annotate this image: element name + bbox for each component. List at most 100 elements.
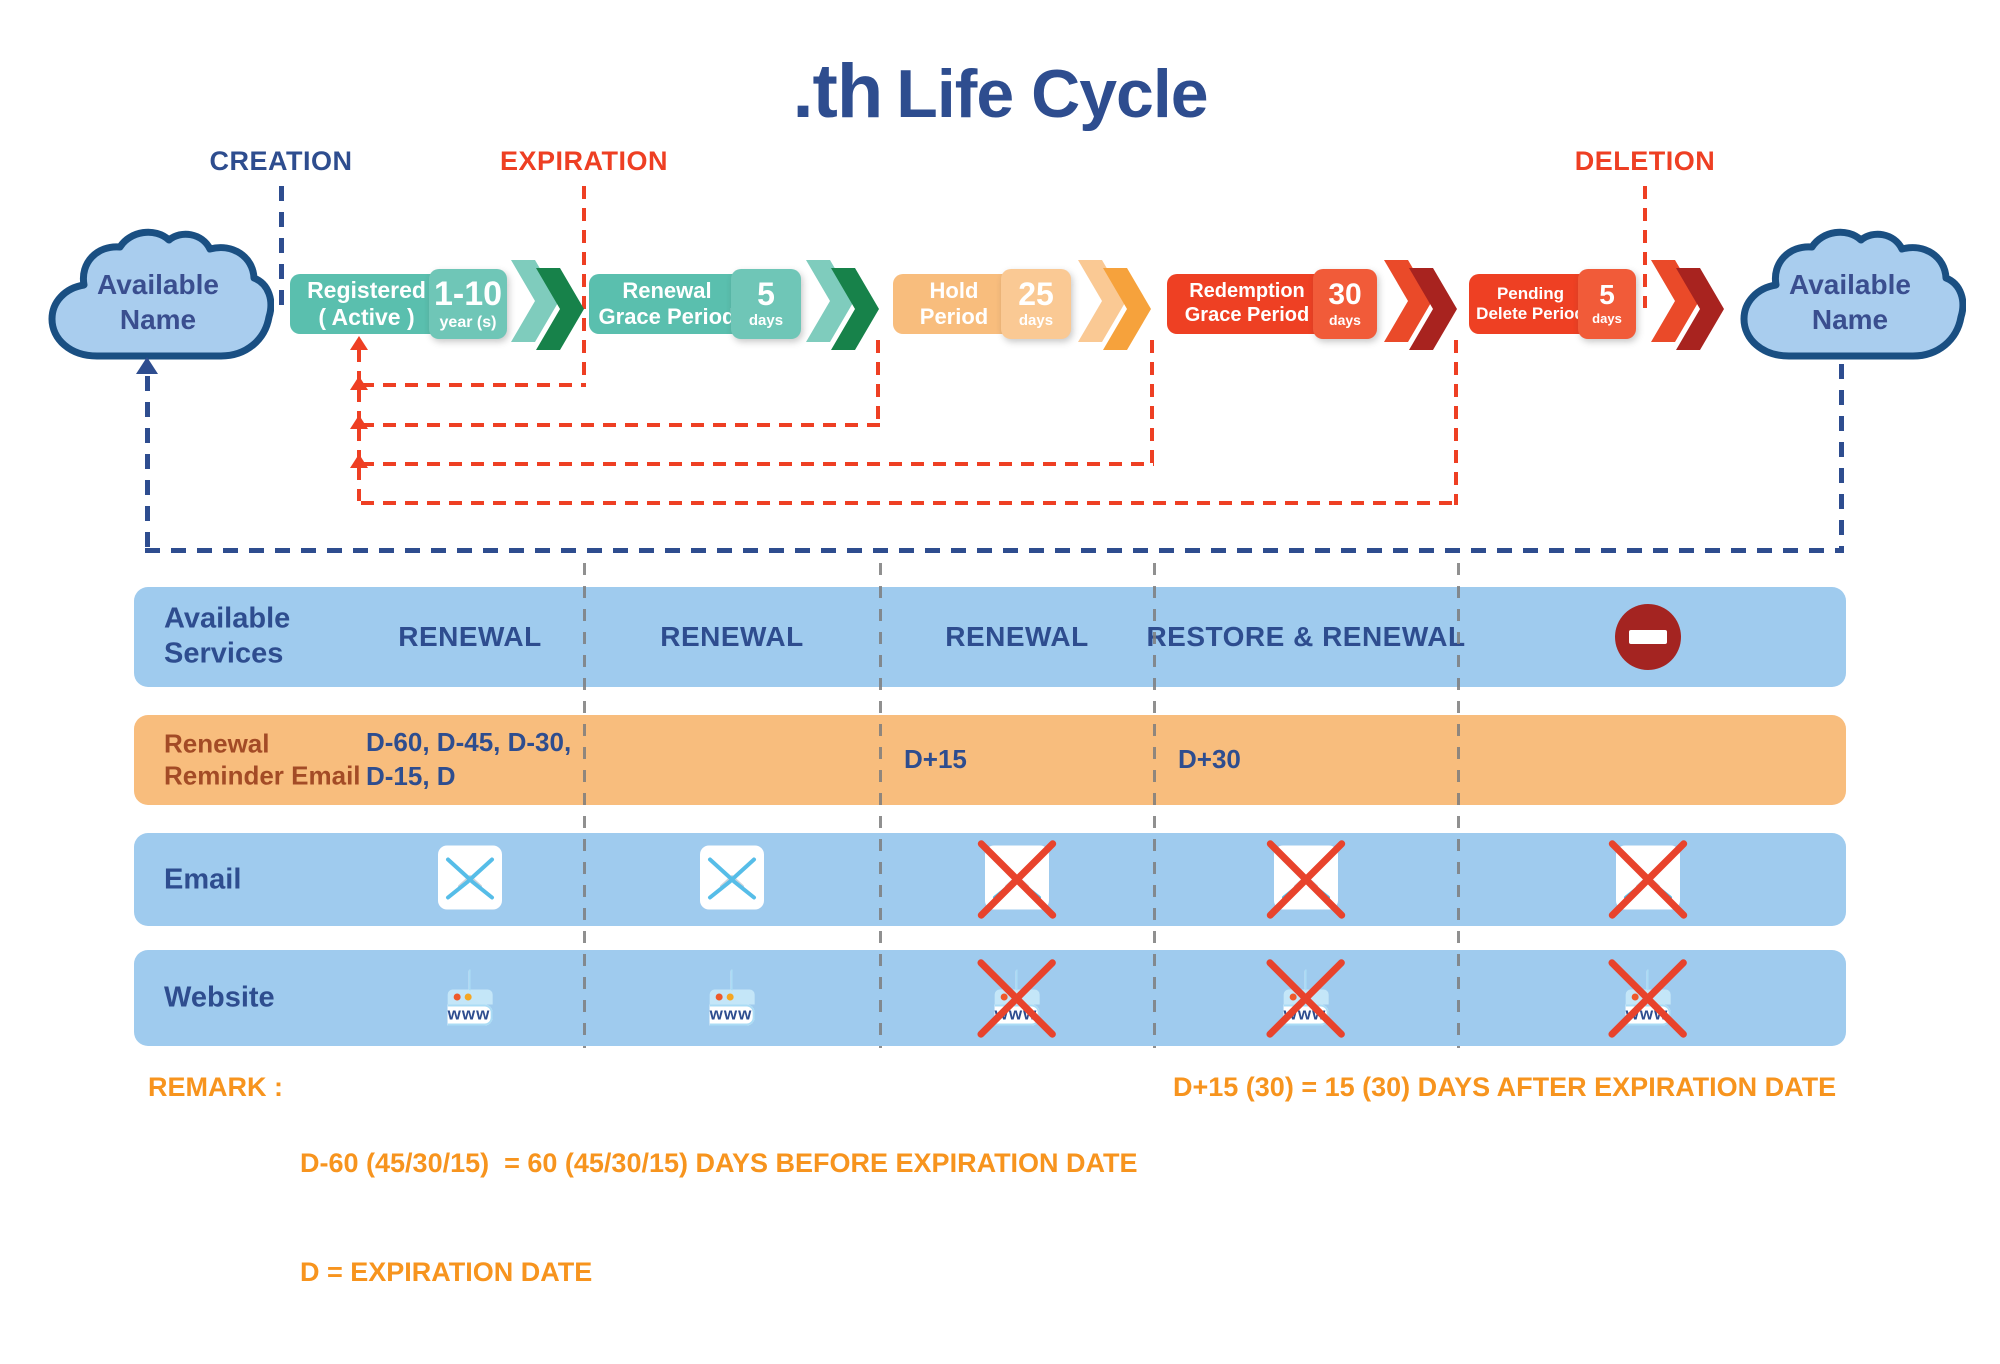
- column-separator: [1153, 563, 1156, 1048]
- renew-loop-arrow-2: [350, 376, 368, 390]
- browser-dot-yellow: [464, 993, 472, 1001]
- service-cell-renewal-grace: RENEWAL: [660, 621, 804, 652]
- available-loop-drop-right: [1839, 364, 1844, 550]
- reminder-cell-hold: D+15: [904, 744, 967, 775]
- renew-loop-arrow-stem-1: [357, 349, 361, 383]
- row-label-line1: Renewal: [164, 728, 270, 759]
- browser-dot-yellow: [1300, 993, 1308, 1001]
- stage-registered: Registered ( Active ) 1-10 year (s): [290, 269, 507, 339]
- stage-duration: 5 days: [731, 269, 801, 339]
- double-chevron-icon: [1651, 260, 1725, 350]
- stage-duration-value: 5: [1599, 279, 1615, 311]
- stage-name-line1: Registered: [307, 276, 426, 303]
- cloud-label: Available Name: [42, 238, 274, 366]
- available-loop-rise-left: [145, 376, 150, 550]
- row-label-available-services: Available Services: [164, 602, 290, 673]
- stage-duration-value: 30: [1328, 277, 1362, 311]
- available-loop-bottom-line: [145, 548, 1844, 553]
- stage-name-line1: Renewal: [622, 278, 712, 304]
- browser-dot-yellow: [726, 993, 734, 1001]
- reminder-days-line1: D-60, D-45, D-30,: [366, 727, 572, 758]
- cloud-icon: [48, 228, 274, 360]
- stage-name: Redemption Grace Period: [1167, 274, 1327, 334]
- browser-www-icon: www: [447, 969, 493, 1026]
- stage-duration-unit: days: [1592, 311, 1622, 327]
- browser-dot-yellow: [1642, 993, 1650, 1001]
- renew-loop-drop-2: [876, 340, 880, 427]
- stage-name-line2: Grace Period: [1184, 304, 1310, 326]
- browser-dot-red: [1289, 993, 1297, 1001]
- cloud-icon: [1740, 228, 1966, 360]
- browser-www-crossed-icon: www: [1625, 969, 1671, 1026]
- renew-loop-arrow-3: [350, 415, 368, 429]
- stage-duration: 25 days: [1001, 269, 1071, 339]
- renew-loop-line-3: [361, 462, 1154, 466]
- www-label: www: [709, 1004, 753, 1024]
- available-loop-arrow: [136, 357, 158, 374]
- cloud-label-line1: Available: [97, 269, 219, 300]
- no-entry-icon: [1615, 604, 1681, 670]
- browser-dot-yellow: [1011, 993, 1019, 1001]
- stage-name: Renewal Grace Period: [589, 274, 745, 334]
- browser-www-crossed-icon: www: [1283, 969, 1329, 1026]
- double-chevron-icon: [1384, 260, 1458, 350]
- expiration-label: EXPIRATION: [499, 146, 669, 176]
- expiration-dashed-line: [582, 186, 586, 387]
- remark-left-text: D-60 (45/30/15) = 60 (45/30/15) DAYS BEF…: [300, 1072, 1138, 1364]
- stage-name-line2: Grace Period: [598, 304, 736, 329]
- renew-loop-arrow-4: [350, 454, 368, 468]
- renew-loop-arrow-stem-3: [357, 428, 361, 462]
- stage-name-line1: Redemption: [1189, 280, 1305, 303]
- browser-titlebar: [994, 989, 1040, 1005]
- remark-line2: D = EXPIRATION DATE: [300, 1257, 593, 1288]
- double-chevron-icon: [511, 260, 585, 350]
- renew-loop-line-1: [361, 383, 586, 387]
- browser-www-icon: www: [709, 969, 755, 1026]
- stage-duration-unit: days: [1329, 311, 1361, 328]
- stage-name-line2: ( Active ): [318, 304, 415, 330]
- stage-duration-value: 25: [1018, 276, 1054, 313]
- renew-loop-arrow-stem-4: [357, 467, 361, 501]
- envelope-crossed-icon: [1616, 845, 1680, 914]
- creation-label: CREATION: [209, 146, 353, 176]
- remark-heading: REMARK :: [148, 1072, 283, 1102]
- browser-www-crossed-icon: www: [994, 969, 1040, 1026]
- reminder-cell-redemption: D+30: [1178, 744, 1241, 775]
- stage-duration-value: 1-10: [433, 274, 503, 313]
- cloud-label: Available Name: [1734, 238, 1966, 366]
- renew-loop-line-2: [361, 423, 880, 427]
- browser-dot-red: [1000, 993, 1008, 1001]
- www-label: www: [447, 1004, 491, 1024]
- envelope-crossed-icon: [985, 845, 1049, 914]
- browser-titlebar: [1283, 989, 1329, 1005]
- available-name-cloud-left: Available Name: [42, 226, 274, 366]
- remark-line1: D-60 (45/30/15) = 60 (45/30/15) DAYS BEF…: [300, 1147, 1138, 1178]
- row-label-line1: Available: [164, 602, 291, 635]
- cloud-label-line2: Name: [119, 304, 197, 335]
- cloud-label-line1: Available: [1789, 269, 1911, 300]
- service-cell-registered: RENEWAL: [398, 621, 542, 652]
- stage-renewal-grace-period: Renewal Grace Period 5 days: [589, 269, 801, 339]
- double-chevron-icon: [806, 260, 880, 350]
- stage-duration: 30 days: [1313, 269, 1377, 339]
- available-name-cloud-right: Available Name: [1734, 226, 1966, 366]
- www-label: www: [1625, 1004, 1669, 1024]
- row-label-line2: Services: [164, 638, 284, 670]
- stage-name-line1: Hold: [929, 278, 979, 304]
- service-cell-redemption: RESTORE & RENEWAL: [1146, 621, 1466, 652]
- no-entry-circle: [1615, 604, 1681, 670]
- creation-dashed-line: [279, 186, 284, 308]
- stage-name: Hold Period: [893, 274, 1015, 334]
- reminder-days-line2: D-15, D: [366, 761, 456, 791]
- browser-dot-red: [715, 993, 723, 1001]
- www-label: www: [994, 1004, 1038, 1024]
- deletion-dashed-line: [1643, 186, 1647, 308]
- envelope-icon: [438, 845, 502, 914]
- envelope-icon: [700, 845, 764, 914]
- stage-duration-value: 5: [757, 276, 775, 313]
- renew-loop-line-4: [361, 501, 1458, 505]
- browser-dot-red: [453, 993, 461, 1001]
- stage-duration: 5 days: [1578, 269, 1636, 339]
- browser-dot-red: [1631, 993, 1639, 1001]
